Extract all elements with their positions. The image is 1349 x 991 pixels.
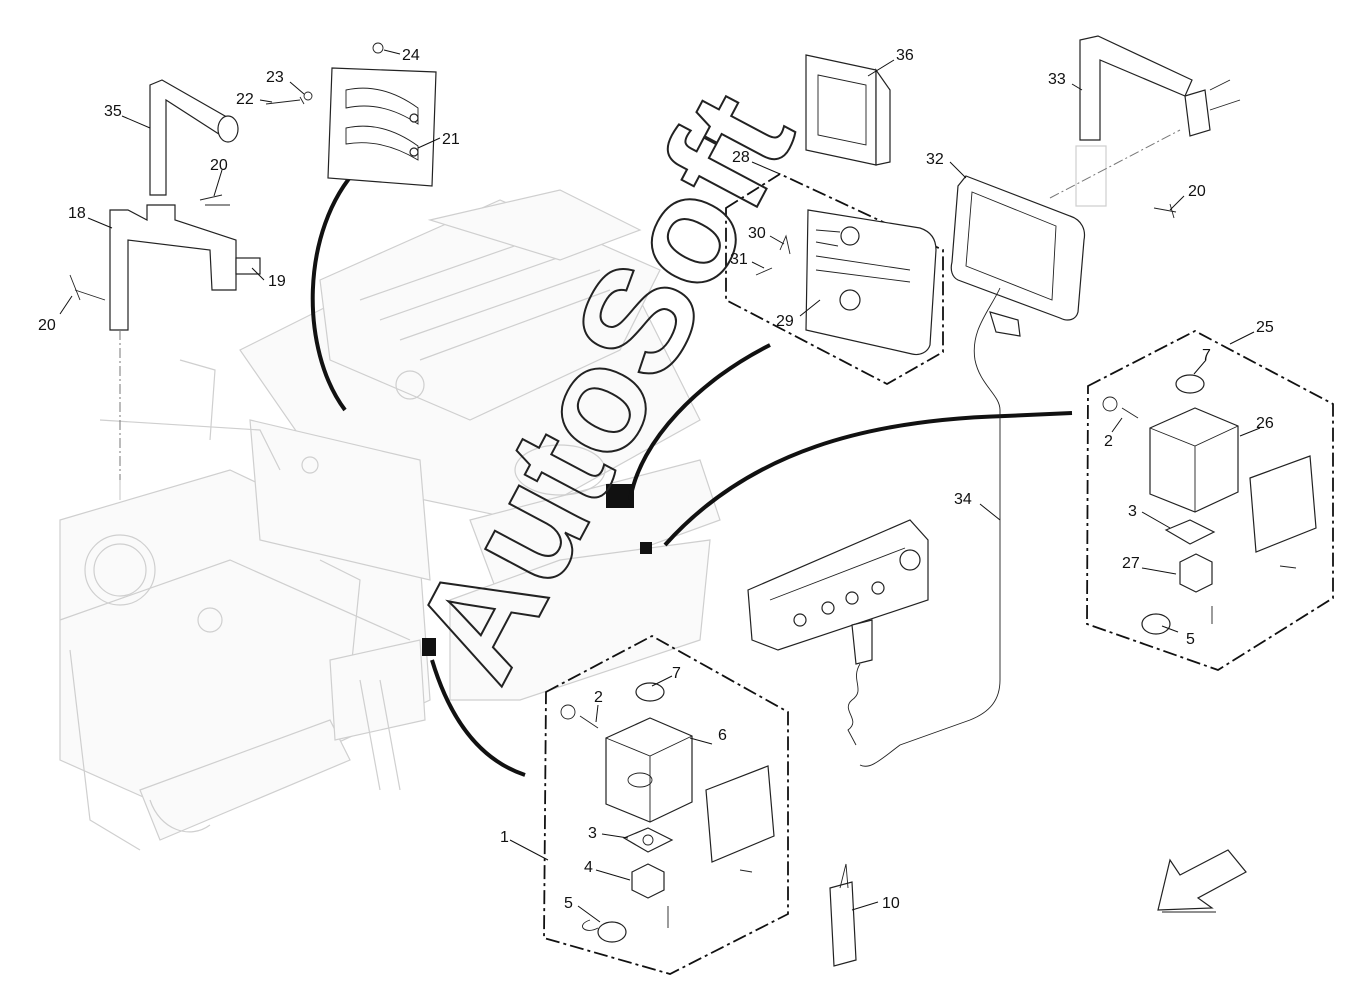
label-3: 3 xyxy=(588,825,597,842)
label-20: 20 xyxy=(38,317,56,334)
assembly-frame-1 xyxy=(543,634,789,975)
label-7: 7 xyxy=(672,665,681,682)
label-30: 30 xyxy=(748,225,766,242)
label-2: 2 xyxy=(594,689,603,706)
probe-tool xyxy=(829,863,857,967)
display-panel xyxy=(950,175,1086,411)
label-3: 3 xyxy=(1128,503,1137,520)
label-4: 4 xyxy=(584,859,593,876)
label-36: 36 xyxy=(896,47,914,64)
display-mast xyxy=(1049,35,1241,219)
leader-lines xyxy=(59,49,1261,923)
label-29: 29 xyxy=(776,313,794,330)
label-19: 19 xyxy=(268,273,286,290)
label-10: 10 xyxy=(882,895,900,912)
connection-curves xyxy=(310,166,1073,777)
remote-control xyxy=(755,209,937,356)
socket-assembly-1 xyxy=(560,682,775,943)
label-33: 33 xyxy=(1048,71,1066,88)
label-23: 23 xyxy=(266,69,284,86)
handle-assembly xyxy=(69,79,261,480)
part-labels: 1 2 2 3 3 4 5 5 6 7 7 10 18 19 20 20 20 … xyxy=(38,47,1274,912)
label-27: 27 xyxy=(1122,555,1140,572)
label-18: 18 xyxy=(68,205,86,222)
label-5: 5 xyxy=(1186,631,1195,648)
label-32: 32 xyxy=(926,151,944,168)
label-24: 24 xyxy=(402,47,420,64)
label-20: 20 xyxy=(210,157,228,174)
label-35: 35 xyxy=(104,103,122,120)
label-6: 6 xyxy=(718,727,727,744)
label-21: 21 xyxy=(442,131,460,148)
label-1: 1 xyxy=(500,829,509,846)
label-22: 22 xyxy=(236,91,254,108)
label-25: 25 xyxy=(1256,319,1274,336)
assembly-frame-25 xyxy=(1086,329,1334,671)
label-5: 5 xyxy=(564,895,573,912)
paver-machine-outline xyxy=(59,189,721,851)
label-34: 34 xyxy=(954,491,972,508)
cable-34 xyxy=(747,410,1001,767)
label-7: 7 xyxy=(1202,347,1211,364)
gauge-plate xyxy=(265,42,437,187)
label-2: 2 xyxy=(1104,433,1113,450)
label-28: 28 xyxy=(732,149,750,166)
label-26: 26 xyxy=(1256,415,1274,432)
control-module xyxy=(805,54,891,166)
socket-assembly-25 xyxy=(1102,374,1317,635)
label-31: 31 xyxy=(730,251,748,268)
label-20: 20 xyxy=(1188,183,1206,200)
orientation-arrow-icon xyxy=(1157,849,1247,913)
